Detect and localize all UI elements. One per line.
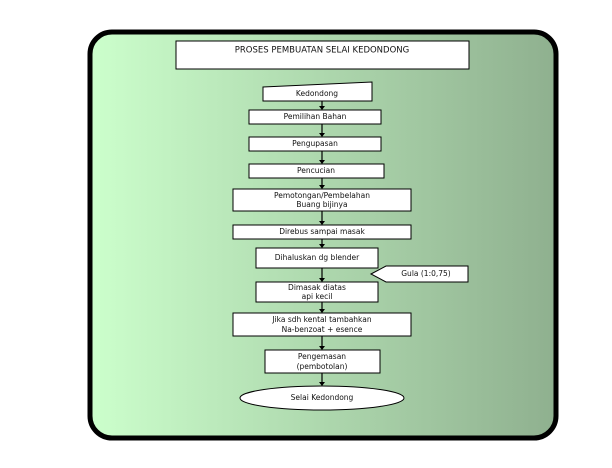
step-selai-terminal bbox=[239, 385, 405, 411]
step-pengemasan-label-2: (pembotolan) bbox=[297, 362, 348, 371]
step-direbus-box bbox=[232, 224, 412, 240]
step-pemotongan-label-2: Buang bijinya bbox=[296, 200, 347, 209]
arrowhead-pengemasan bbox=[319, 346, 325, 350]
step-pencucian-label: Pencucian bbox=[297, 166, 335, 175]
step-pemotongan-box bbox=[232, 188, 412, 212]
step-kedondong-box bbox=[262, 81, 373, 102]
step-pencucian-box bbox=[248, 163, 385, 179]
step-pengemasan-label-1: Pengemasan bbox=[298, 352, 346, 361]
step-labels: Kedondong Pemilihan Bahan Pengupasan Pen… bbox=[271, 89, 450, 402]
arrowhead-direbus bbox=[319, 221, 325, 225]
diagram-title: PROSES PEMBUATAN SELAI KEDONDONG bbox=[235, 46, 409, 56]
step-kedondong-label: Kedondong bbox=[296, 89, 338, 98]
step-dimasak-label-1: Dimasak diatas bbox=[288, 283, 346, 292]
title-box bbox=[175, 40, 470, 70]
step-dihaluskan-label: Dihaluskan dg blender bbox=[275, 253, 360, 262]
step-pengemasan-box bbox=[264, 349, 381, 374]
step-pemotongan-label-1: Pemotongan/Pembelahan bbox=[274, 191, 370, 200]
arrowhead-jika bbox=[319, 309, 325, 313]
arrowhead-dihaluskan bbox=[319, 244, 325, 248]
step-dimasak-box bbox=[255, 281, 379, 303]
arrowheads bbox=[319, 106, 325, 386]
step-jika-label-1: Jika sdh kental tambahkan bbox=[271, 315, 372, 324]
step-boxes bbox=[232, 81, 469, 411]
step-pengupasan-label: Pengupasan bbox=[292, 139, 338, 148]
step-selai-label: Selai Kedondong bbox=[291, 393, 354, 402]
step-dimasak-label-2: api kecil bbox=[302, 292, 333, 301]
step-dihaluskan-box bbox=[255, 247, 379, 269]
arrowhead-dimasak bbox=[319, 278, 325, 282]
arrowhead-selai bbox=[319, 382, 325, 386]
step-jika-box bbox=[232, 312, 412, 337]
arrowhead-pengupasan bbox=[319, 133, 325, 137]
step-jika-label-2: Na-benzoat + esence bbox=[282, 325, 363, 334]
step-pemilihan-label: Pemilihan Bahan bbox=[284, 112, 347, 121]
step-pengupasan-box bbox=[248, 136, 382, 152]
step-pemilihan-box bbox=[248, 109, 382, 125]
arrowhead-pemotongan bbox=[319, 185, 325, 189]
arrowhead-pemilihan bbox=[319, 106, 325, 110]
input-gula-box bbox=[369, 265, 469, 283]
step-direbus-label: Direbus sampai masak bbox=[279, 227, 365, 236]
arrowhead-pencucian bbox=[319, 160, 325, 164]
input-gula-label: Gula (1:0,75) bbox=[401, 269, 451, 278]
